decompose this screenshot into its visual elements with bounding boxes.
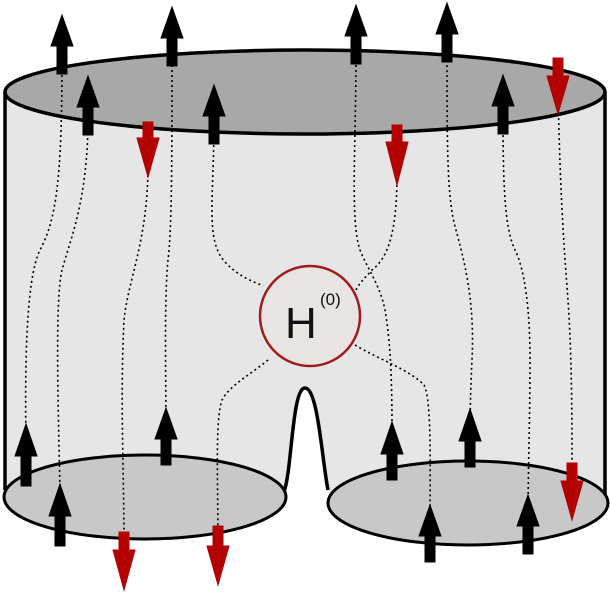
flux-lines	[24, 39, 573, 546]
up-arrow	[435, 1, 459, 63]
down-arrow	[546, 57, 570, 116]
flux-line-12	[557, 87, 573, 471]
vertex-circle	[258, 264, 362, 368]
surface-crotch-edge	[282, 386, 330, 493]
flux-line-6	[216, 359, 269, 546]
down-arrow	[136, 121, 160, 179]
flux-line-3	[121, 164, 149, 546]
up-arrow	[50, 13, 74, 75]
top-boundary-disk	[3, 48, 607, 136]
flux-line-7	[355, 174, 398, 291]
up-arrow	[154, 406, 178, 466]
down-arrow	[112, 531, 136, 592]
up-arrow	[380, 420, 404, 481]
flux-line-11	[502, 114, 531, 521]
flux-line-5	[211, 119, 264, 287]
bottom-left-boundary-disk	[2, 453, 288, 541]
flux-line-4	[164, 49, 173, 431]
up-arrow	[14, 422, 38, 487]
down-arrow	[206, 525, 230, 587]
flux-line-9	[354, 344, 432, 531]
flux-line-10	[446, 39, 474, 441]
up-arrow	[202, 83, 226, 145]
up-arrow	[516, 493, 540, 555]
up-arrow	[458, 407, 482, 468]
up-arrow	[491, 73, 515, 135]
up-arrow	[344, 3, 368, 65]
down-arrow	[385, 124, 409, 186]
vertex-label: H	[285, 299, 317, 348]
flux-line-2	[56, 117, 89, 491]
up-arrow	[160, 5, 184, 67]
down-arrows	[112, 57, 584, 592]
vertex-label-superscript: (0)	[320, 290, 341, 309]
up-arrow	[418, 503, 442, 563]
flux-line-1	[24, 59, 63, 441]
bottom-right-boundary-disk	[326, 459, 610, 547]
flux-line-8	[353, 49, 393, 441]
up-arrows	[14, 1, 540, 563]
down-arrow	[560, 462, 584, 522]
up-arrow	[76, 74, 100, 136]
up-arrow	[48, 482, 72, 547]
